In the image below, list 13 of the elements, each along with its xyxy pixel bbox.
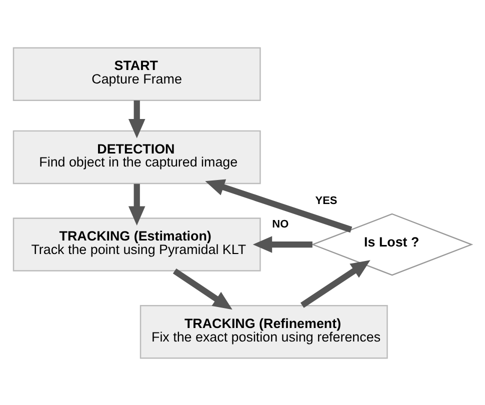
arrow (128, 100, 146, 138)
arrow (205, 178, 352, 232)
node-box: START Capture Frame (12, 46, 261, 101)
node-box: TRACKING (Estimation) Track the point using Pyramidal KLT (12, 217, 261, 271)
edge-label: YES (315, 194, 338, 206)
arrow (300, 260, 370, 308)
node-box: TRACKING (Refinement) Fix the exact position using references (140, 304, 388, 358)
edge-label: NO (272, 218, 289, 230)
node-box: DETECTION Find object in the captured image (12, 130, 261, 184)
arrow (252, 236, 312, 252)
node-diamond: Is Lost ? (311, 212, 474, 276)
arrow (128, 183, 146, 225)
arrow (172, 268, 232, 310)
